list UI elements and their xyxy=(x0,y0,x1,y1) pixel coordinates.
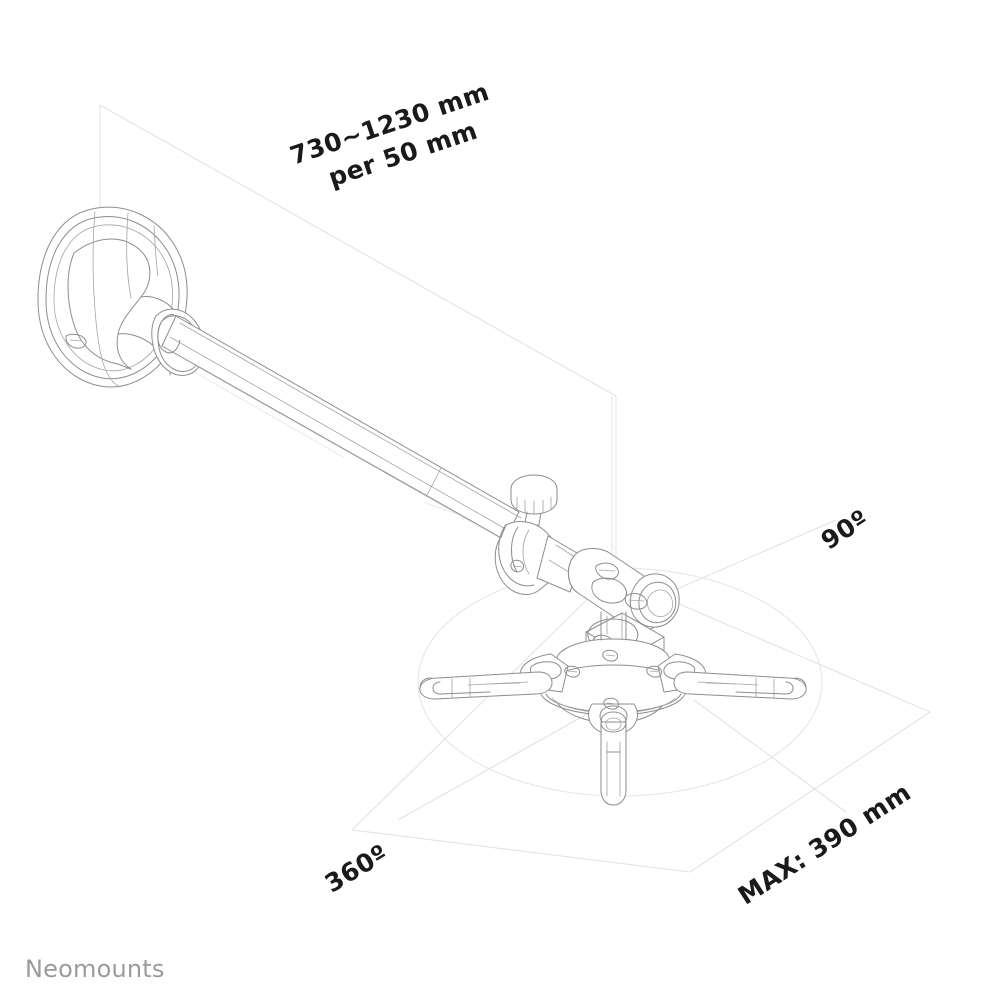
mount-arm-right xyxy=(673,671,807,700)
tilt-joint xyxy=(568,548,680,631)
extension-pole xyxy=(157,314,522,541)
ceiling-plate xyxy=(37,206,205,388)
mount-arm-left xyxy=(419,671,553,700)
locking-knob[interactable] xyxy=(510,474,558,531)
mount-arm-back xyxy=(600,611,627,641)
hub-fasteners xyxy=(564,649,662,710)
guide-line-rotation xyxy=(397,699,613,821)
guide-line-max-arm xyxy=(693,699,847,813)
brand-logo-neomounts: Neomounts xyxy=(25,955,165,983)
mount-arm-front xyxy=(600,711,627,806)
